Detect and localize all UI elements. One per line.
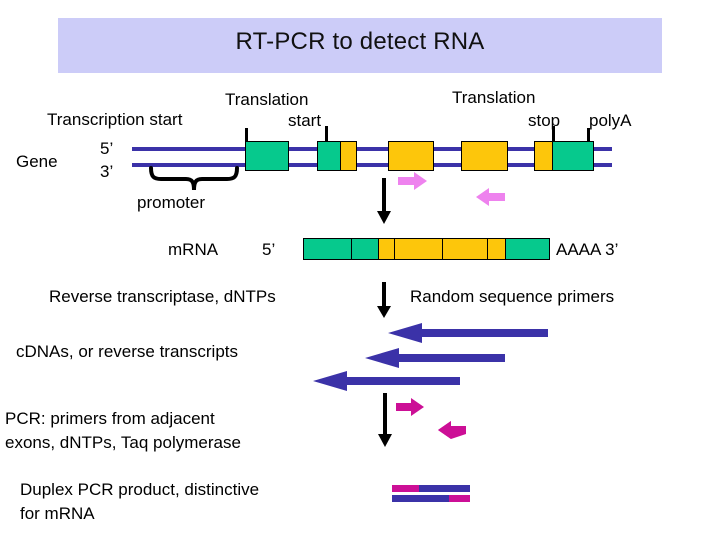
duplex-top-extension <box>419 485 470 492</box>
gene-exon-3-coding <box>388 141 434 171</box>
gene-row-label: Gene <box>16 152 58 171</box>
pcr-primer-forward-icon <box>396 398 424 416</box>
gene-exon-2-coding <box>340 141 357 171</box>
gene-exon-5-utr <box>552 141 594 171</box>
mrna-row-label: mRNA <box>168 240 219 259</box>
random-primers-label: Random sequence primers <box>410 287 615 306</box>
duplex-bottom-primer <box>449 495 470 502</box>
label-translation-stop-line2: stop <box>528 111 561 130</box>
gene-exon-2-utr <box>317 141 341 171</box>
transcription-arrow-icon <box>377 178 391 224</box>
label-translation-start-line2: start <box>288 111 322 130</box>
mrna-segment-4-coding <box>442 238 488 260</box>
label-translation-start-line1: Translation <box>225 90 309 109</box>
label-polya: polyA <box>589 111 632 130</box>
pcr-arrow-icon <box>378 393 392 447</box>
gene-exon-4-coding <box>461 141 508 171</box>
label-transcription-start: Transcription start <box>47 110 183 129</box>
reverse-transcriptase-label: Reverse transcriptase, dNTPs <box>49 287 276 306</box>
promoter-brace <box>149 166 239 191</box>
pcr-label-line2: exons, dNTPs, Taq polymerase <box>5 433 241 452</box>
cdna-arrow-3-icon <box>313 371 460 391</box>
mrna-segment-2-utr <box>351 238 379 260</box>
gene-exon-5-coding <box>534 141 553 171</box>
primer-arrow-forward-gene-icon <box>398 172 427 190</box>
title-banner <box>58 18 662 73</box>
mrna-three-prime-label: AAAA 3’ <box>556 240 619 259</box>
pcr-primer-reverse-icon <box>438 421 466 439</box>
cdna-arrow-2-icon <box>365 348 505 368</box>
pcr-label-line1: PCR: primers from adjacent <box>5 409 215 428</box>
cdna-arrow-1-icon <box>388 323 548 343</box>
duplex-strand-bottom <box>392 495 470 502</box>
product-label-line2: for mRNA <box>20 504 95 523</box>
mrna-segment-5-utr <box>505 238 550 260</box>
duplex-top-primer <box>392 485 419 492</box>
product-label-line1: Duplex PCR product, distinctive <box>20 480 260 499</box>
gene-three-prime-label: 3’ <box>100 162 114 181</box>
duplex-strand-top <box>392 485 470 492</box>
mrna-segment-5-coding <box>487 238 506 260</box>
mrna-five-prime-label: 5’ <box>262 240 276 259</box>
promoter-label: promoter <box>137 193 206 212</box>
dna-strand-top <box>132 147 612 151</box>
gene-five-prime-label: 5’ <box>100 139 114 158</box>
primer-arrow-reverse-gene-icon <box>476 188 505 206</box>
mrna-segment-3-coding <box>394 238 443 260</box>
gene-exon-1-utr <box>245 141 289 171</box>
cdna-label: cDNAs, or reverse transcripts <box>16 342 238 361</box>
label-translation-stop-line1: Translation <box>452 88 536 107</box>
duplex-bottom-extension <box>392 495 449 502</box>
mrna-segment-2-coding <box>378 238 395 260</box>
dna-strand-bottom <box>132 163 612 167</box>
page-title: RT-PCR to detect RNA <box>235 28 485 55</box>
mrna-segment-1-utr <box>303 238 352 260</box>
reverse-transcription-arrow-icon <box>377 282 391 318</box>
